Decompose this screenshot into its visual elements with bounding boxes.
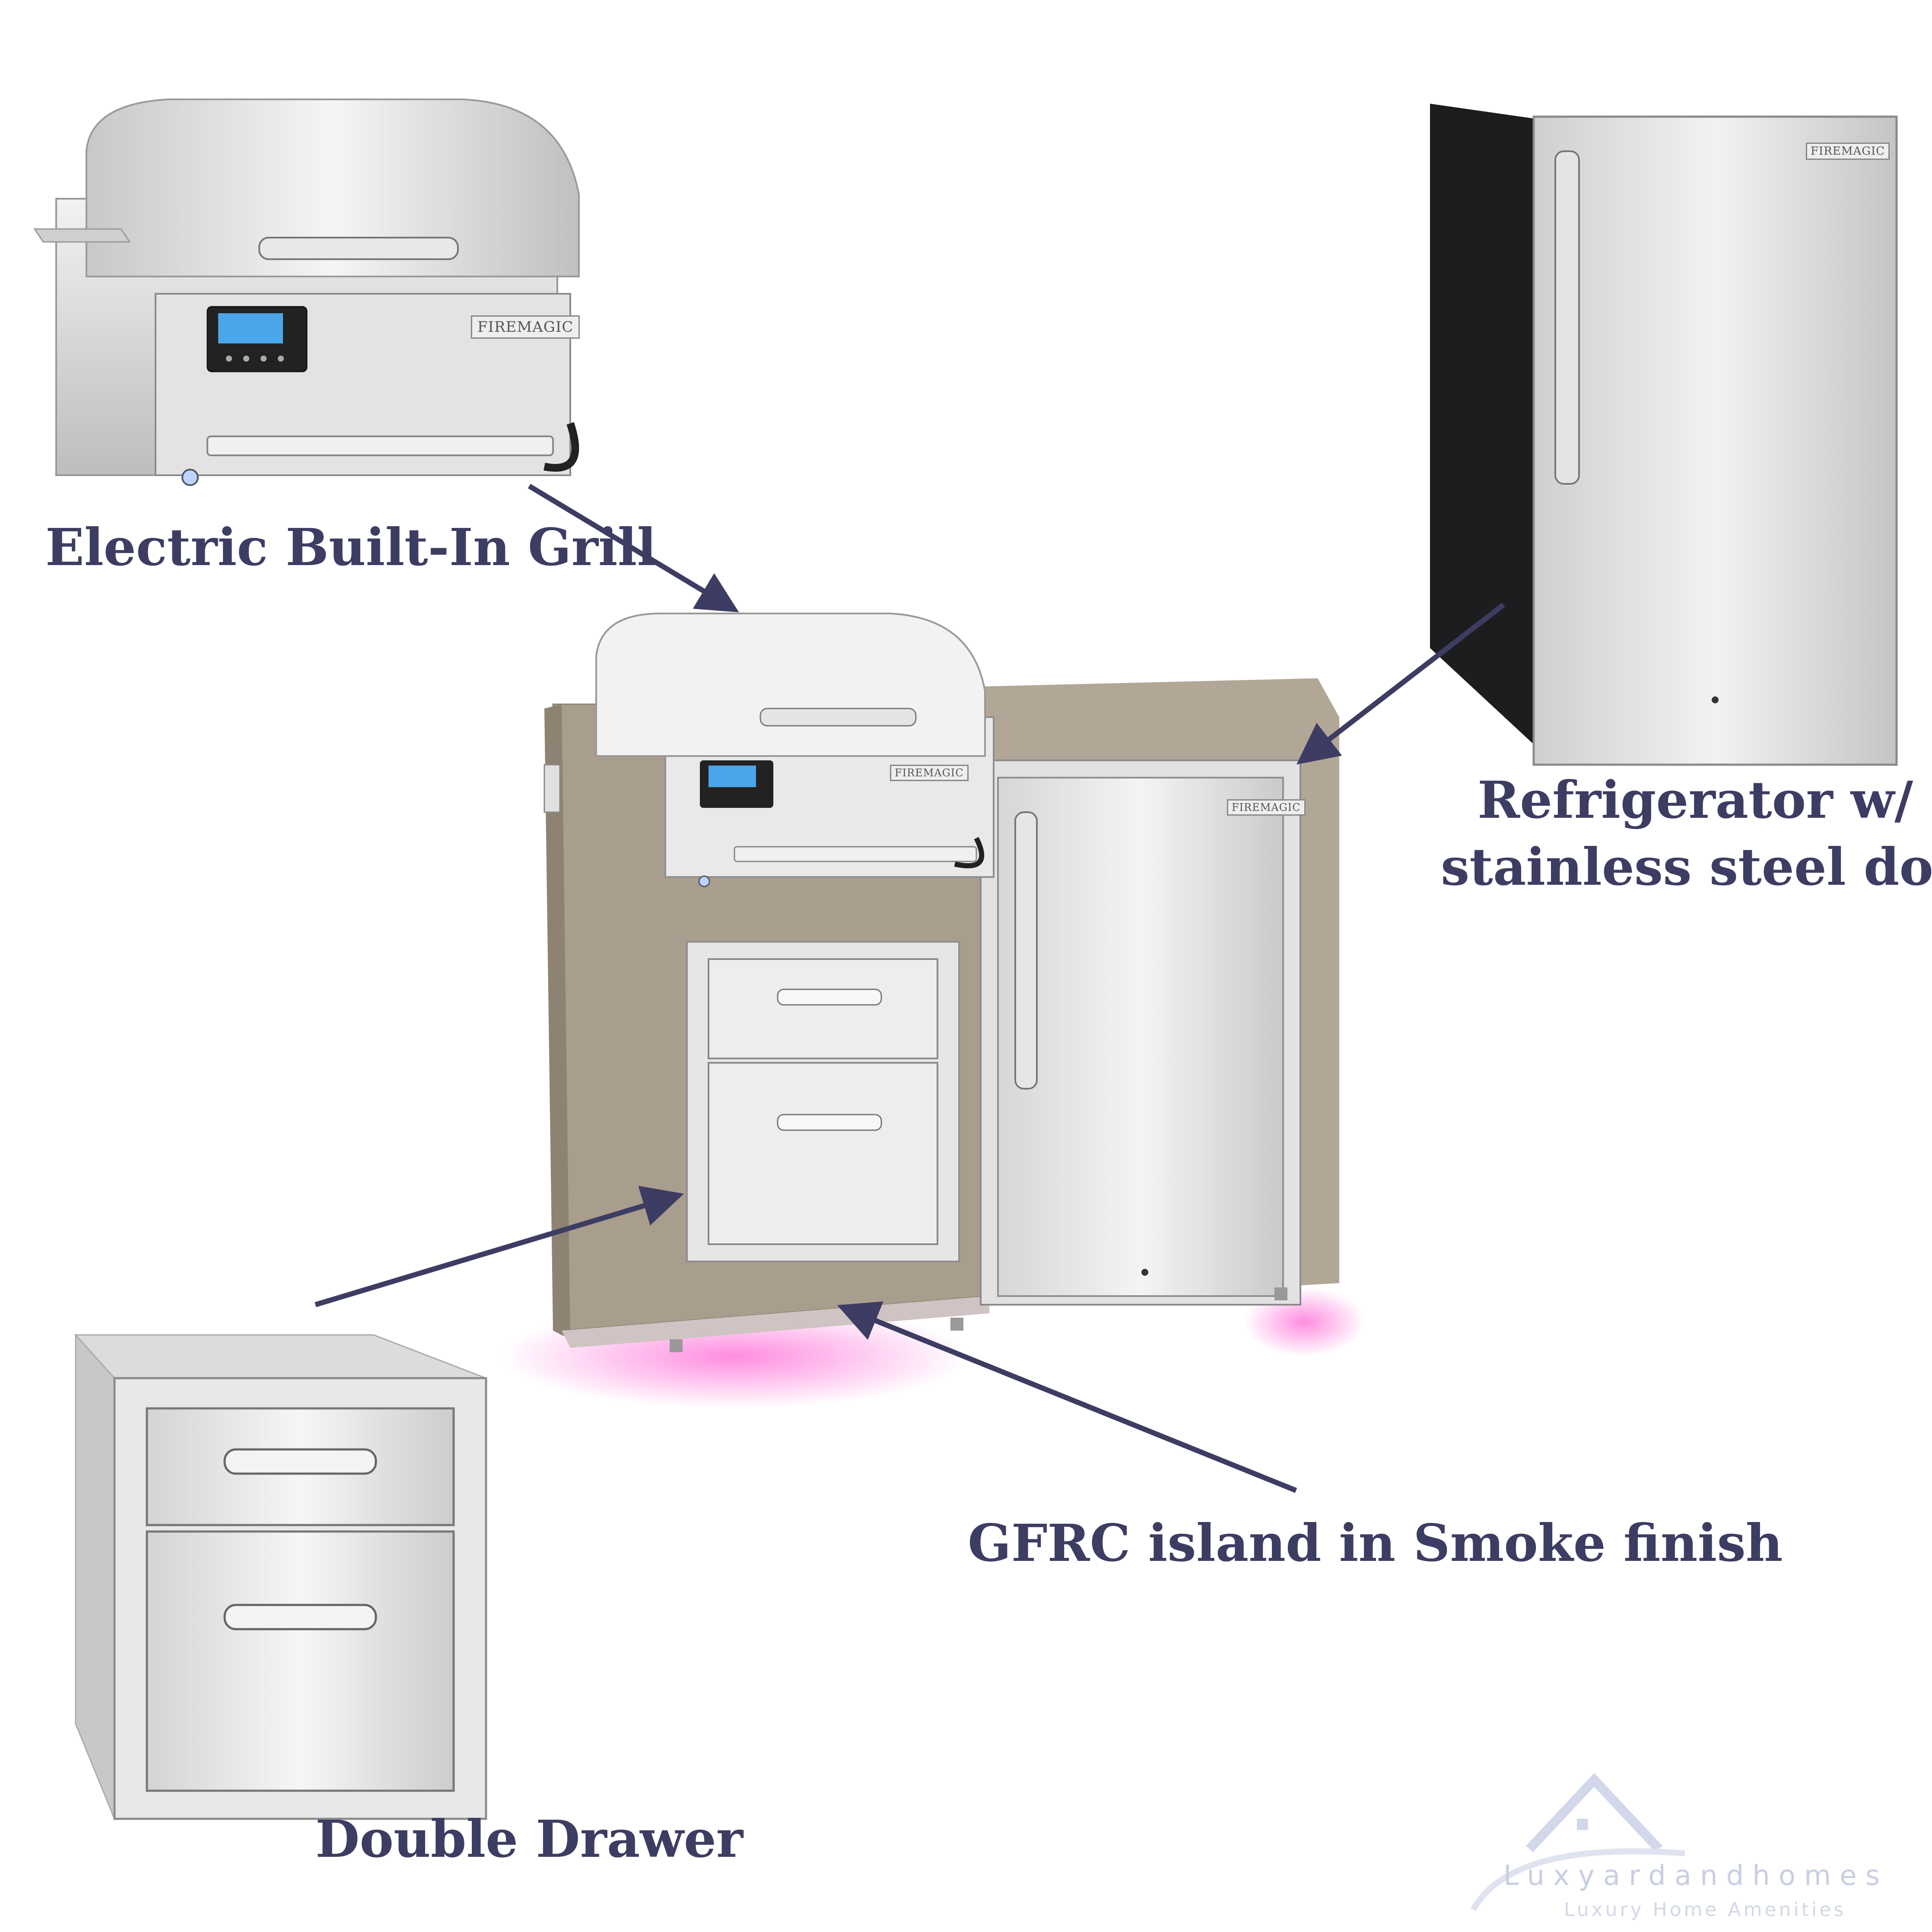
island-grill-brand-badge: FIREMAGIC — [890, 765, 969, 781]
label-refrigerator-line1: Refrigerator w/ — [1478, 770, 1913, 830]
electric-grill-image: FIREMAGIC — [26, 86, 601, 510]
double-drawer-image — [71, 1326, 495, 1823]
watermark-title: Luxyardandhomes — [1503, 1860, 1889, 1892]
refrigerator-image: FIREMAGIC — [1426, 104, 1901, 769]
label-double-drawer: Double Drawer — [315, 1809, 744, 1869]
label-electric-grill: Electric Built-In Grill — [45, 517, 657, 577]
drawer-drawing — [74, 1333, 487, 1820]
refrigerator-drawing — [1430, 104, 1898, 766]
grill-drawing — [33, 99, 580, 486]
watermark-subtitle: Luxury Home Amenities — [1564, 1899, 1846, 1921]
island-drawing — [501, 613, 1365, 1408]
watermark: Luxyardandhomes Luxury Home Amenities — [1460, 1754, 1918, 1927]
gfrc-island-image: FIREMAGIC FIREMAGIC — [458, 605, 1417, 1495]
label-refrigerator-line2: stainless steel door — [1441, 837, 1932, 897]
grill-brand-badge: FIREMAGIC — [471, 315, 580, 339]
island-fridge-brand-badge: FIREMAGIC — [1227, 799, 1306, 816]
fridge-brand-badge: FIREMAGIC — [1806, 143, 1890, 160]
label-gfrc-island: GFRC island in Smoke finish — [968, 1513, 1783, 1573]
house-logo-icon — [1470, 1773, 1685, 1911]
